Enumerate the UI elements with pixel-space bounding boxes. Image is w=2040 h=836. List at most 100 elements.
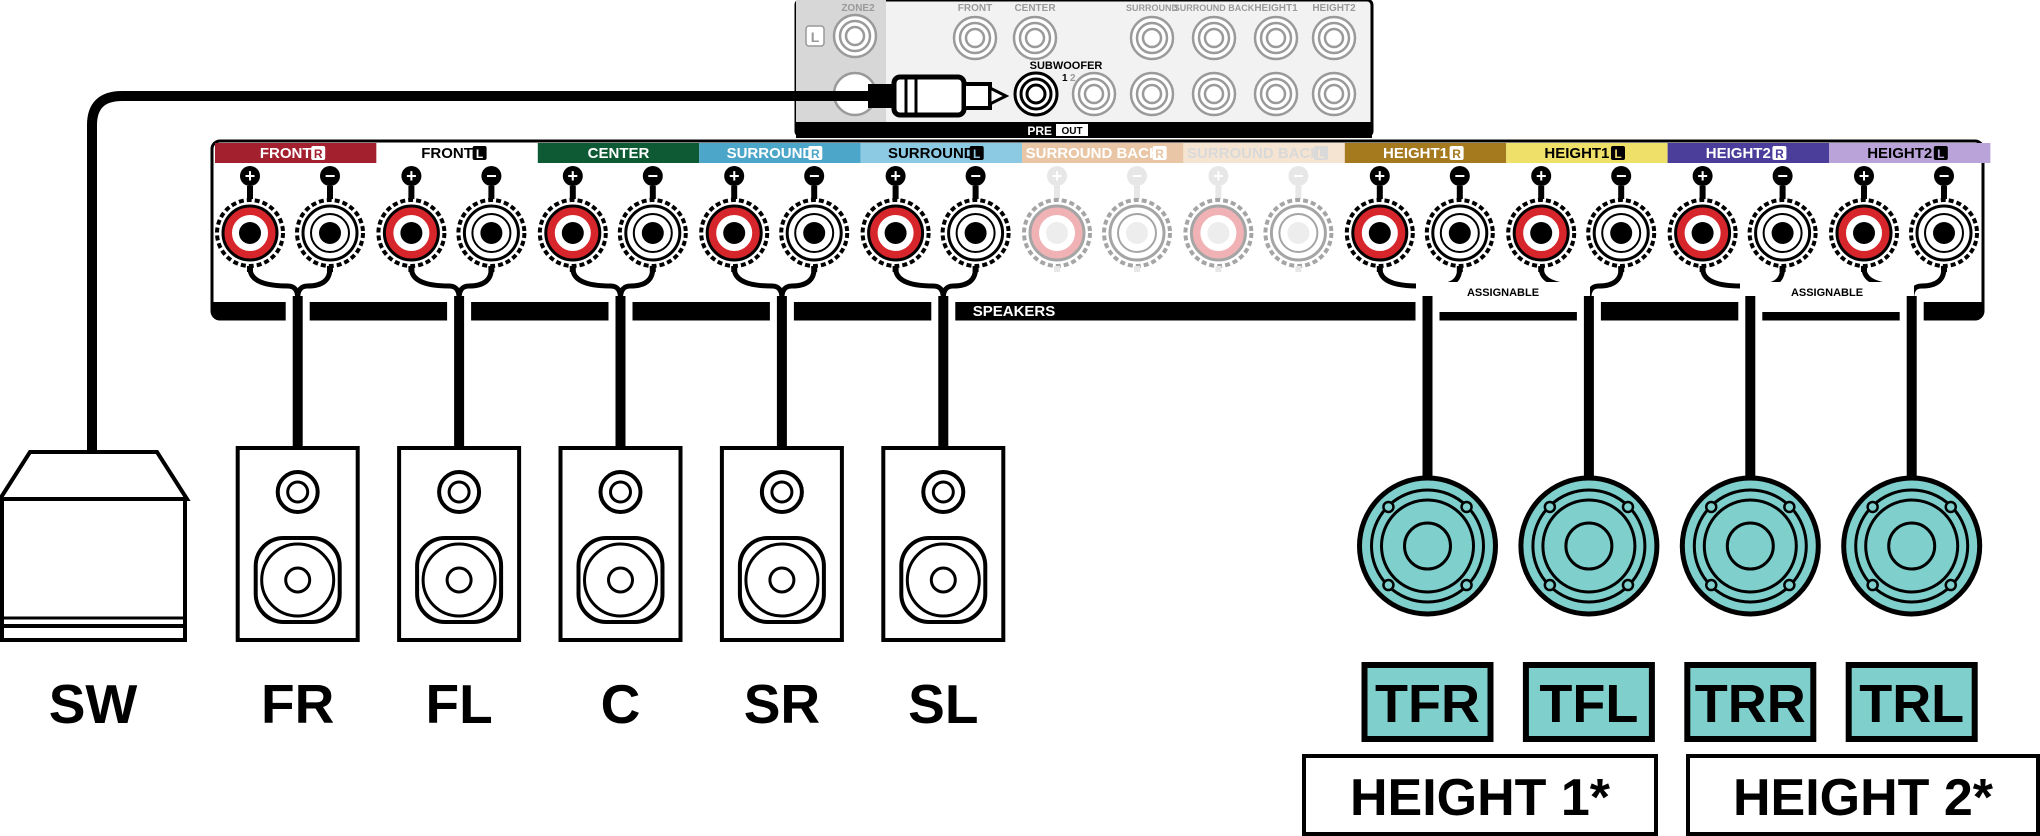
floor-speakers [235, 446, 1006, 642]
preout-surround-back-l-jack [1191, 71, 1237, 117]
terminal-pair-1: +− [376, 166, 527, 299]
floor-speaker-label: FR [261, 673, 334, 735]
channel-name: FRONT [260, 145, 312, 162]
minus-sign: − [1616, 166, 1627, 186]
positive-terminal [215, 198, 285, 268]
side-badge [311, 146, 326, 160]
terminal-pair-7: +− [1344, 166, 1495, 299]
negative-terminal [1263, 198, 1334, 268]
positive-terminal [1667, 198, 1738, 268]
minus-sign: − [486, 166, 497, 186]
terminal-pair-5: +− [1022, 166, 1172, 272]
floor-speaker-label: C [601, 673, 641, 735]
positive-terminal [1506, 198, 1577, 268]
preout-height2-l-jack [1311, 71, 1357, 117]
positive-terminal [860, 198, 931, 268]
preout-surround-r-jack [1129, 15, 1175, 61]
minus-sign: − [1939, 166, 1950, 186]
speakers-bar [212, 302, 1983, 319]
speaker-terminals: +−+−+−+−+−+−+−+−+−+−+− [215, 166, 1979, 299]
negative-terminal [1424, 198, 1495, 268]
positive-terminal [1022, 198, 1092, 268]
floor-speaker-fr [235, 446, 360, 642]
negative-terminal [940, 198, 1011, 268]
side-letter: L [476, 147, 483, 161]
floor-speaker-fl [397, 446, 522, 642]
minus-sign: − [1455, 166, 1466, 186]
channel-name: HEIGHT2 [1867, 145, 1932, 162]
side-badge [1449, 146, 1464, 160]
minus-sign: − [325, 166, 336, 186]
minus-sign: − [648, 166, 659, 186]
side-letter: R [314, 147, 323, 161]
side-letter: L [973, 147, 980, 161]
channel-header-height2-l: HEIGHT2 L [1829, 143, 1991, 163]
subwoofer-jack-2-number: 2 [1070, 73, 1076, 84]
channel-name: CENTER [588, 145, 650, 162]
plus-sign: + [729, 166, 740, 186]
negative-terminal [1586, 198, 1657, 268]
subwoofer-1-jack [1013, 71, 1059, 117]
channel-name: HEIGHT1 [1383, 145, 1448, 162]
negative-terminal [295, 198, 365, 268]
terminal-pair-2: +− [537, 166, 688, 299]
height-speaker-tag-tfr: TFR [1361, 662, 1494, 742]
side-letter: L [1317, 147, 1324, 161]
preout-surround-back-label: SURROUND BACK [1174, 3, 1255, 13]
positive-terminal [1344, 198, 1415, 268]
minus-sign: − [1293, 166, 1304, 186]
side-badge [1772, 146, 1787, 160]
pre-out-panel: L ZONE2 FRONT CENTER SURROUND SURROUND B… [794, 0, 1374, 138]
floor-speaker-sr [719, 446, 844, 642]
side-badge [969, 146, 984, 160]
channel-name: SURROUND [888, 145, 975, 162]
height-2-group-box: HEIGHT 2* [1686, 754, 2040, 836]
minus-sign: − [970, 166, 981, 186]
subwoofer-2-jack [1071, 71, 1117, 117]
preout-surround-l-jack [1129, 71, 1175, 117]
assignable-label-height2: ASSIGNABLE [1791, 287, 1863, 299]
subwoofer-jack-1-number: 1 [1062, 73, 1068, 84]
side-letter: L [1614, 147, 1621, 161]
positive-terminal [699, 198, 770, 268]
terminal-pair-0: +− [215, 166, 365, 299]
subwoofer-label: SW [49, 673, 138, 735]
positive-terminal [376, 198, 447, 268]
minus-sign: − [809, 166, 820, 186]
side-letter: R [1155, 147, 1164, 161]
out-label: OUT [1061, 126, 1082, 137]
terminal-pair-3: +− [699, 166, 850, 299]
plus-sign: + [1052, 166, 1063, 186]
height-2-group-label: HEIGHT 2* [1733, 769, 1994, 827]
out-badge [1056, 124, 1088, 136]
ceiling-speaker-trr [1679, 475, 1821, 617]
terminal-pair-9: +− [1667, 166, 1818, 299]
preout-height1-l-jack [1253, 71, 1299, 117]
height-speaker-label: TFR [1375, 674, 1480, 734]
preout-front-label: FRONT [958, 3, 992, 14]
preout-height2-r-jack [1311, 15, 1357, 61]
channel-name: HEIGHT2 [1706, 145, 1771, 162]
height-1-group-label: HEIGHT 1* [1350, 769, 1611, 827]
negative-terminal [456, 198, 527, 268]
ceiling-speaker-tfr [1357, 475, 1498, 617]
negative-terminal [1747, 198, 1818, 268]
side-badge [1933, 146, 1948, 160]
pre-label: PRE [1027, 124, 1052, 138]
side-letter: R [811, 147, 820, 161]
side-badge [1611, 146, 1625, 160]
side-letter: L [1937, 147, 1944, 161]
floor-speaker-c [558, 446, 683, 642]
positive-terminal [537, 198, 608, 268]
height-1-group-box: HEIGHT 1* [1302, 754, 1658, 836]
height-speaker-tag-trr: TRR [1684, 662, 1817, 742]
preout-height1-r-jack [1253, 15, 1299, 61]
negative-terminal [1102, 198, 1172, 268]
zone2-l-badge [805, 25, 825, 47]
terminal-pair-4: +− [860, 166, 1011, 299]
